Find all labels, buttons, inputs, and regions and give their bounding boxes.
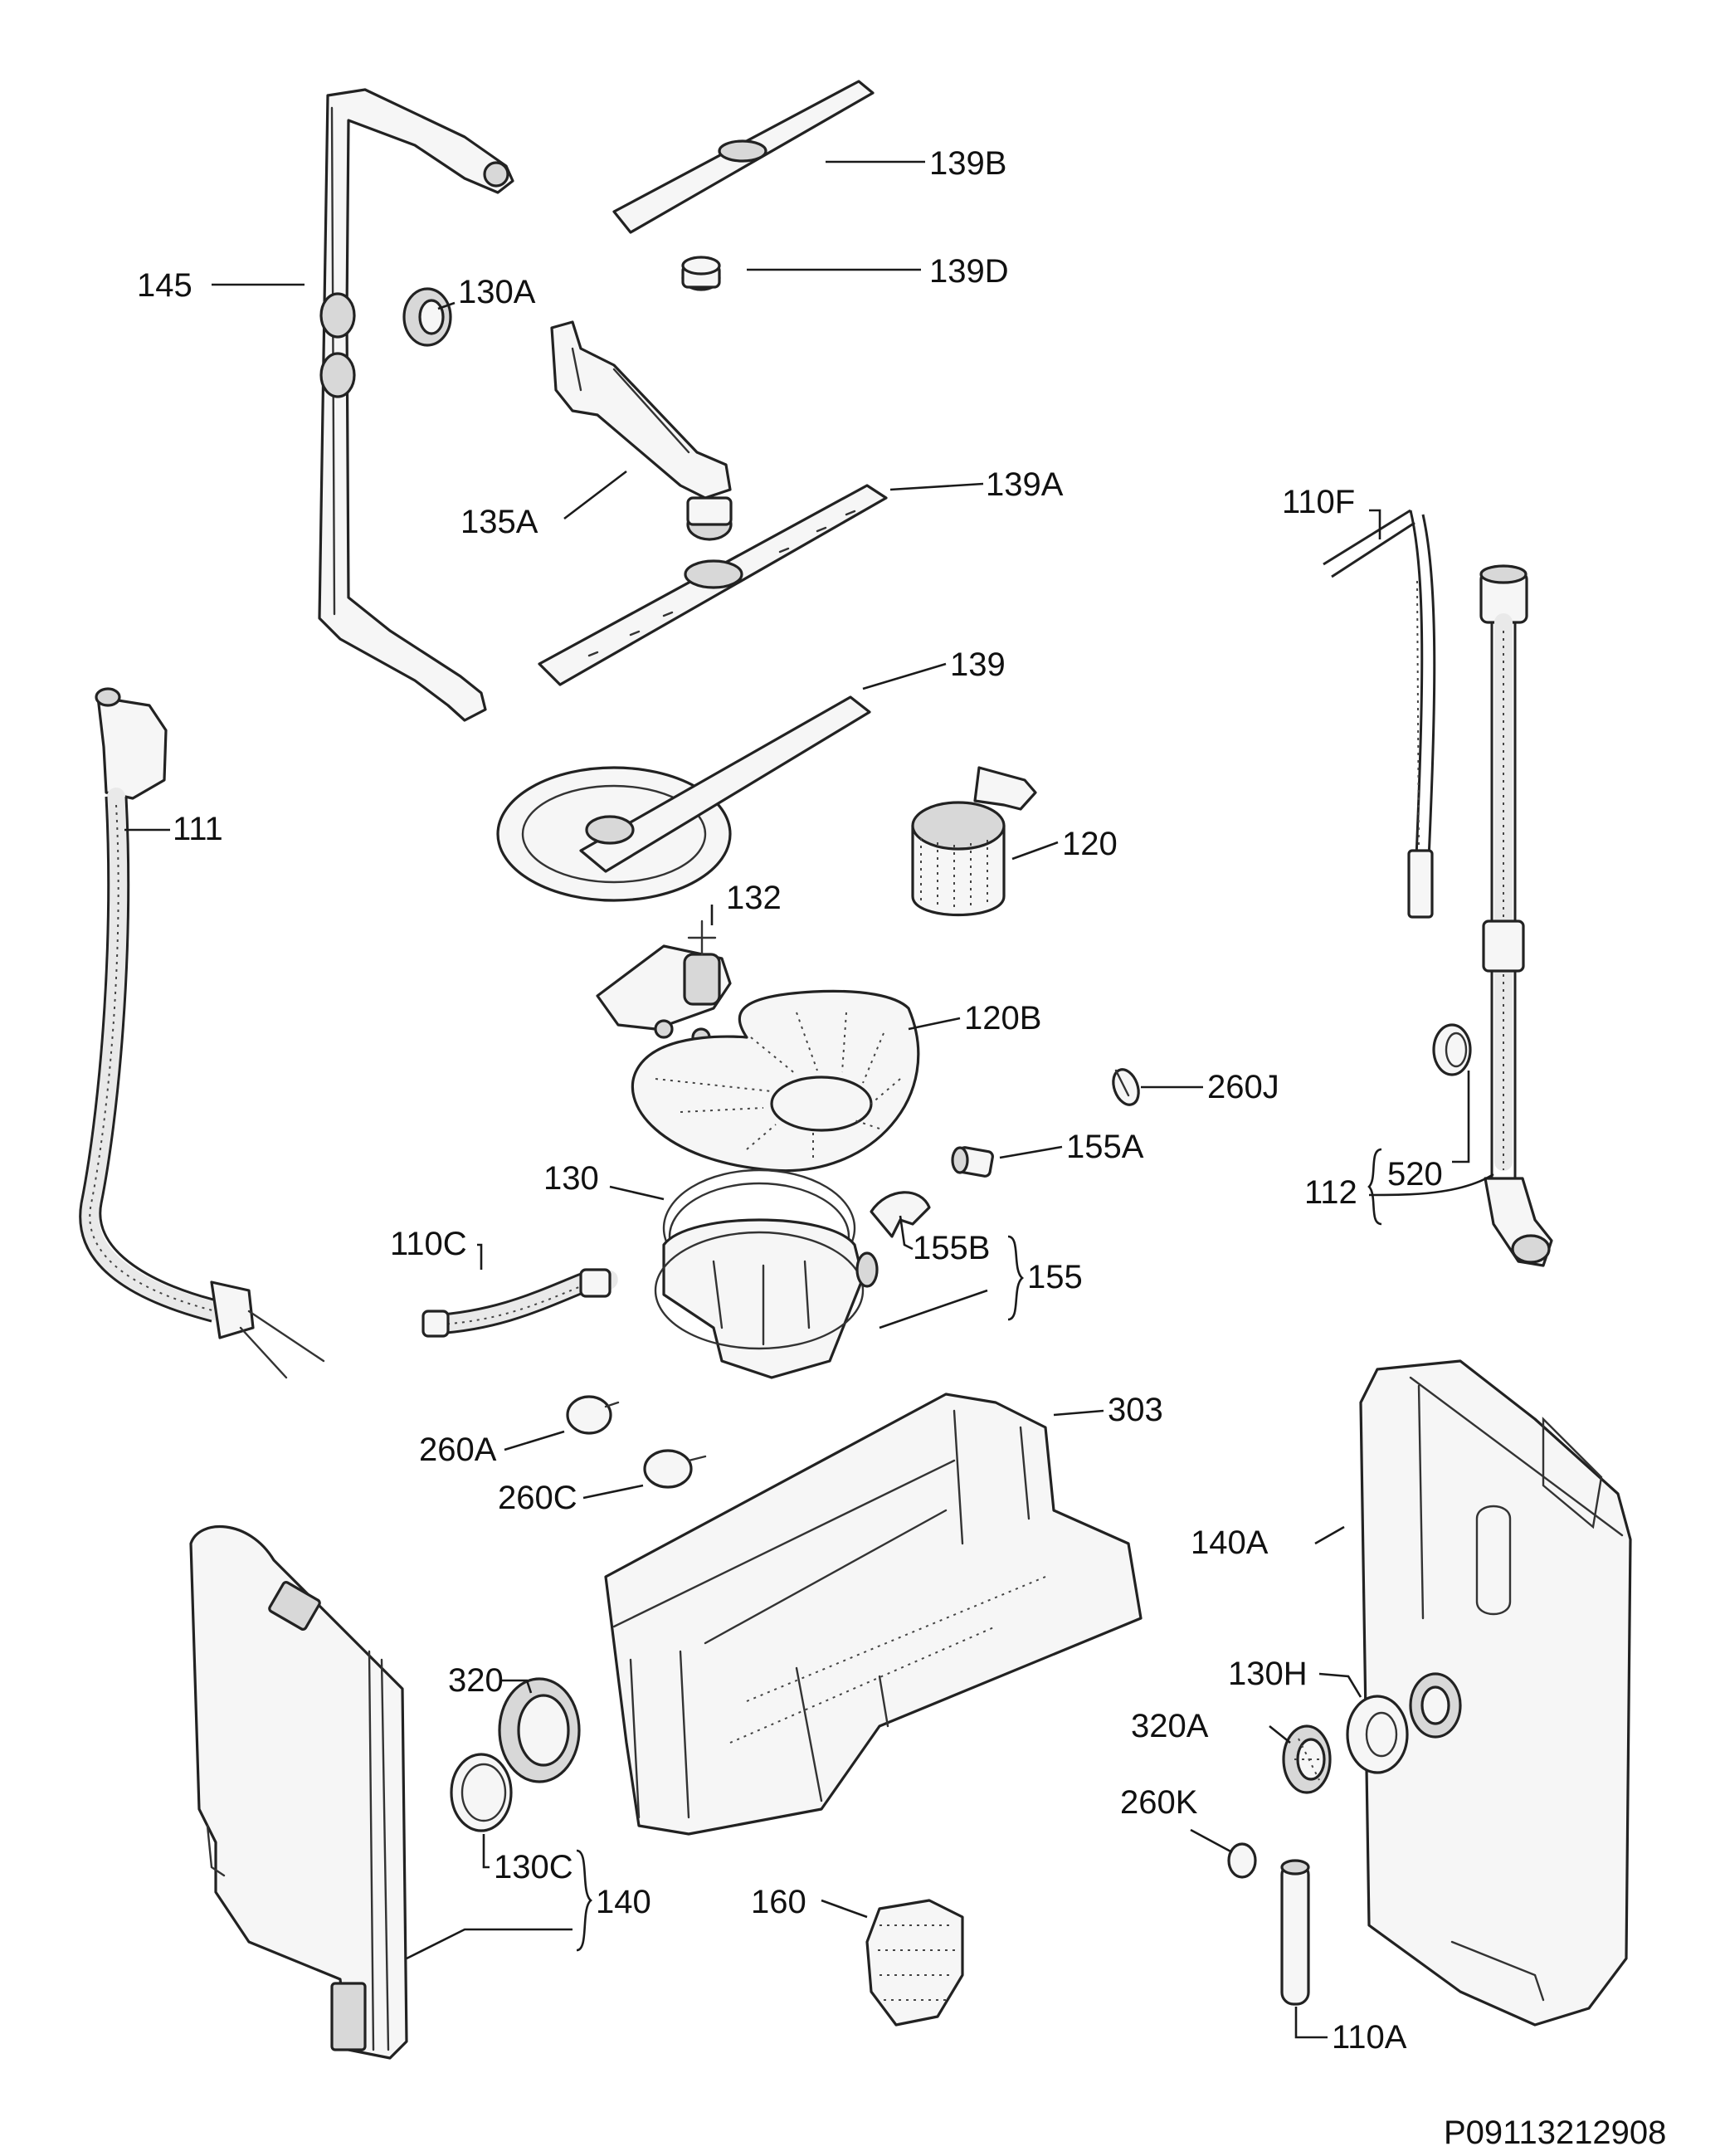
part-135A-bracket[interactable] [550,320,733,541]
label-110C: 110C [390,1226,467,1262]
part-260C-clamp[interactable] [643,1449,707,1489]
part-145-supply-tube[interactable] [318,88,514,722]
part-130H-seal[interactable] [1346,1695,1409,1774]
label-111: 111 [173,811,223,847]
document-code: P09113212908 [1444,2115,1666,2151]
label-320: 320 [448,1662,504,1699]
label-139: 139 [950,646,1006,683]
part-111-inlet-hose[interactable] [79,687,325,1379]
label-303: 303 [1108,1392,1163,1428]
label-139D: 139D [929,253,1009,290]
part-112-drain-hose[interactable] [1479,564,1553,1267]
label-139B: 139B [929,145,1006,182]
part-130A-seal[interactable] [402,287,452,347]
part-110C-hose[interactable] [421,1268,618,1338]
label-260A: 260A [419,1432,497,1468]
label-112: 112 [1304,1174,1357,1211]
part-139-lower-spray-arm[interactable] [496,695,871,902]
label-130A: 130A [458,274,536,310]
label-110F: 110F [1282,484,1355,520]
label-520: 520 [1387,1156,1443,1193]
label-110A: 110A [1332,2019,1407,2056]
part-320A-valve[interactable] [1282,1724,1332,1794]
label-120B: 120B [964,1000,1041,1037]
label-130C: 130C [494,1849,573,1885]
part-110A-tube[interactable] [1280,1859,1310,2006]
part-120B-filter-plate[interactable] [631,989,920,1173]
label-155: 155 [1027,1259,1083,1295]
part-139A-middle-spray-arm[interactable] [538,484,888,686]
part-132-sensor[interactable] [596,919,732,1047]
label-145: 145 [137,267,192,304]
part-130-sump[interactable] [654,1168,879,1379]
brackets [576,1148,1382,1952]
part-110F-hose[interactable] [1323,509,1436,919]
leader-lines [124,160,1494,2039]
label-155A: 155A [1066,1129,1144,1165]
part-303-base-frame[interactable] [604,1393,1143,1836]
label-160: 160 [751,1884,806,1920]
part-139B-upper-spray-arm[interactable] [612,80,875,234]
part-155A-connector[interactable] [951,1146,994,1178]
label-120: 120 [1062,826,1118,862]
label-320A: 320A [1131,1708,1209,1744]
part-120-filter[interactable] [911,766,1037,917]
label-139A: 139A [986,466,1064,503]
label-260C: 260C [498,1480,577,1516]
part-320-seal-ring[interactable] [498,1677,581,1783]
part-260J-clamp[interactable] [1108,1066,1143,1109]
label-260J: 260J [1207,1069,1279,1105]
label-155B: 155B [913,1230,990,1266]
label-140A: 140A [1191,1524,1269,1561]
label-132: 132 [726,880,782,916]
part-130C-seal[interactable] [450,1753,513,1832]
part-160-pump[interactable] [865,1899,964,2027]
part-140-side-panel[interactable] [189,1525,408,2060]
part-260K-clamp[interactable] [1227,1842,1257,1879]
part-520-clamp[interactable] [1432,1023,1472,1076]
label-260K: 260K [1120,1784,1198,1821]
part-139D-nut[interactable] [681,256,721,291]
part-155B-cover[interactable] [870,1191,931,1238]
part-260A-clamp[interactable] [566,1395,620,1435]
label-135A: 135A [460,504,538,540]
label-130: 130 [543,1160,599,1197]
part-140A-side-panel[interactable] [1359,1359,1632,2027]
label-140: 140 [596,1884,651,1920]
part-labels: 139B 139D 145 130A 139A 135A 110F 139 11… [137,145,1443,2056]
label-130H: 130H [1228,1656,1308,1692]
